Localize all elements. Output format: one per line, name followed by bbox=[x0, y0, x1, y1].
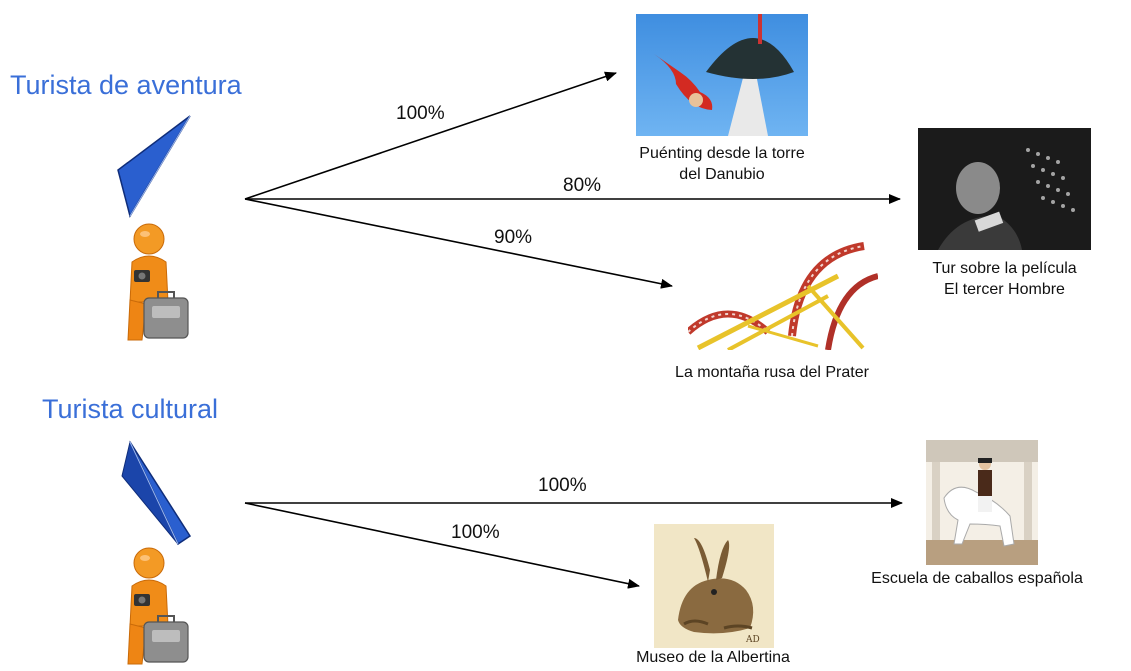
arrow-puenting bbox=[244, 71, 617, 200]
caption-albertina: Museo de la Albertina bbox=[610, 647, 816, 668]
prater-coaster-photo bbox=[688, 236, 878, 350]
caption-tercer-hombre-line-1: Tur sobre la película bbox=[932, 260, 1077, 277]
pct-label-tercer-hombre: 80% bbox=[563, 175, 602, 196]
blue-crystal-icon bbox=[121, 440, 192, 546]
orange-tourist-figure-icon bbox=[127, 223, 189, 341]
pct-label-escuela: 100% bbox=[538, 475, 587, 496]
caption-prater-line-1: La montaña rusa del Prater bbox=[675, 364, 869, 381]
adventure-tourist-illustration bbox=[117, 115, 191, 341]
caption-puenting: Puénting desde la torre del Danubio bbox=[620, 143, 824, 185]
svg-text:AD: AD bbox=[745, 635, 760, 645]
arrow-albertina bbox=[244, 502, 640, 589]
blue-crystal-icon bbox=[117, 115, 191, 218]
group-title-adventure: Turista de aventura bbox=[10, 70, 242, 100]
caption-puenting-line-1: Puénting desde la torre bbox=[639, 145, 805, 162]
albertina-hare-painting: AD bbox=[654, 524, 774, 648]
tercer-hombre-photo bbox=[918, 128, 1091, 250]
puenting-photo bbox=[636, 14, 808, 136]
arrow-prater bbox=[244, 198, 673, 289]
pct-label-albertina: 100% bbox=[451, 522, 500, 543]
cultural-tourist-illustration bbox=[121, 440, 192, 665]
caption-prater: La montaña rusa del Prater bbox=[634, 362, 910, 383]
caption-tercer-hombre: Tur sobre la película El tercer Hombre bbox=[900, 258, 1109, 300]
caption-escuela: Escuela de caballos española bbox=[832, 568, 1122, 589]
pct-label-prater: 90% bbox=[494, 227, 533, 248]
orange-tourist-figure-icon bbox=[127, 547, 189, 665]
caption-escuela-line-1: Escuela de caballos española bbox=[871, 570, 1083, 587]
caption-puenting-line-2: del Danubio bbox=[679, 166, 765, 183]
pct-label-puenting: 100% bbox=[396, 103, 445, 124]
group-title-cultural: Turista cultural bbox=[42, 394, 219, 424]
caption-albertina-line-1: Museo de la Albertina bbox=[636, 649, 790, 666]
caption-tercer-hombre-line-2: El tercer Hombre bbox=[944, 281, 1065, 298]
spanish-riding-school-photo bbox=[926, 440, 1038, 565]
